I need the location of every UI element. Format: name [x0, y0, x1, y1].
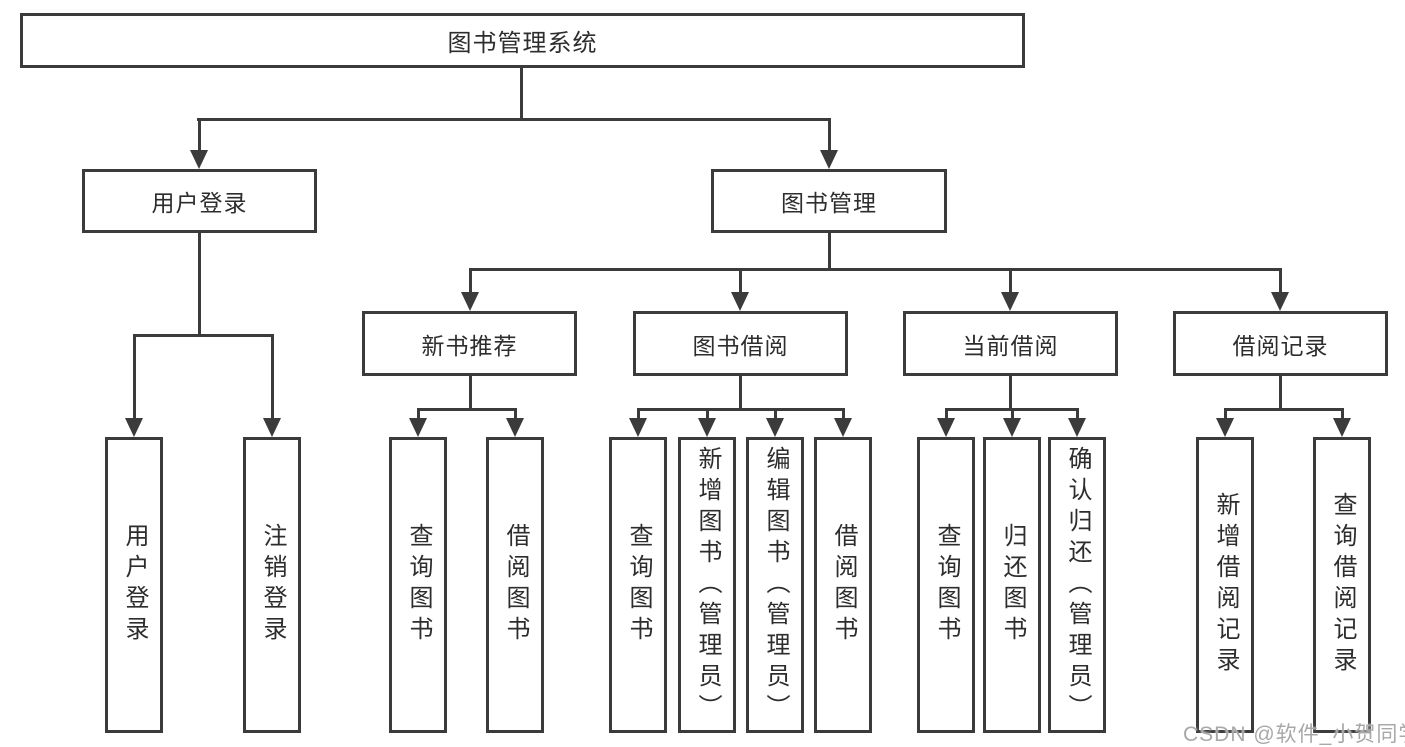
arrow-down-icon: [1333, 418, 1351, 437]
arrow-down-icon: [629, 418, 647, 437]
node-new-book-recommend: 新书推荐: [362, 311, 577, 376]
leaf-borrow-books: 借阅图书: [814, 437, 872, 733]
arrow-down-icon: [731, 292, 749, 311]
connector-line: [1224, 408, 1344, 411]
connector-line: [417, 408, 420, 420]
leaf-query-books-current: 查询图书: [917, 437, 975, 733]
connector-line: [1341, 408, 1344, 420]
arrow-down-icon: [1271, 292, 1289, 311]
connector-line: [271, 334, 274, 419]
csdn-watermark: CSDN @软件_小贺同学: [1183, 723, 1405, 746]
arrow-down-icon: [834, 418, 852, 437]
arrow-down-icon: [263, 418, 281, 437]
connector-line: [514, 408, 517, 420]
arrow-down-icon: [409, 418, 427, 437]
node-library-system: 图书管理系统: [20, 13, 1025, 68]
connector-line: [1279, 376, 1282, 410]
connector-line: [637, 408, 845, 411]
leaf-user-login: 用户登录: [105, 437, 163, 733]
connector-line: [842, 408, 845, 420]
connector-line: [637, 408, 640, 420]
connector-line: [1011, 408, 1014, 420]
leaf-query-books-recommend: 查询图书: [389, 437, 447, 733]
leaf-query-borrow-record: 查询借阅记录: [1313, 437, 1371, 733]
arrow-down-icon: [125, 418, 143, 437]
connector-line: [828, 118, 831, 152]
connector-line: [706, 408, 709, 420]
connector-line: [520, 68, 523, 119]
node-borrow-records: 借阅记录: [1173, 311, 1388, 376]
arrow-down-icon: [190, 150, 208, 169]
connector-line: [1224, 408, 1227, 420]
arrow-down-icon: [461, 292, 479, 311]
connector-line: [945, 408, 948, 420]
node-current-borrowing: 当前借阅: [903, 311, 1118, 376]
connector-line: [1076, 408, 1079, 420]
arrow-down-icon: [506, 418, 524, 437]
connector-line: [739, 268, 742, 295]
connector-line: [417, 408, 517, 411]
node-book-borrowing: 图书借阅: [633, 311, 848, 376]
connector-line: [197, 118, 831, 121]
arrow-down-icon: [937, 418, 955, 437]
connector-line: [198, 233, 201, 336]
leaf-edit-books-admin: 编辑图书（管理员）: [746, 437, 804, 733]
leaf-add-borrow-record: 新增借阅记录: [1196, 437, 1254, 733]
arrow-down-icon: [820, 150, 838, 169]
arrow-down-icon: [698, 418, 716, 437]
connector-line: [469, 376, 472, 410]
arrow-down-icon: [766, 418, 784, 437]
connector-line: [774, 408, 777, 420]
arrow-down-icon: [1001, 292, 1019, 311]
node-book-management: 图书管理: [711, 169, 947, 233]
arrow-down-icon: [1216, 418, 1234, 437]
leaf-confirm-return-admin: 确认归还（管理员）: [1048, 437, 1106, 733]
leaf-logout: 注销登录: [243, 437, 301, 733]
connector-line: [828, 233, 831, 270]
connector-line: [1279, 268, 1282, 295]
connector-line: [469, 268, 1282, 271]
connector-line: [1009, 376, 1012, 410]
connector-line: [133, 334, 274, 337]
connector-line: [133, 334, 136, 419]
arrow-down-icon: [1003, 418, 1021, 437]
leaf-borrow-books-recommend: 借阅图书: [486, 437, 544, 733]
connector-line: [739, 376, 742, 410]
leaf-return-books: 归还图书: [983, 437, 1041, 733]
leaf-add-books-admin: 新增图书（管理员）: [678, 437, 736, 733]
connector-line: [198, 118, 201, 152]
node-user-login: 用户登录: [82, 169, 317, 233]
connector-line: [469, 268, 472, 295]
arrow-down-icon: [1068, 418, 1086, 437]
leaf-query-books-borrowing: 查询图书: [609, 437, 667, 733]
connector-line: [1009, 268, 1012, 295]
